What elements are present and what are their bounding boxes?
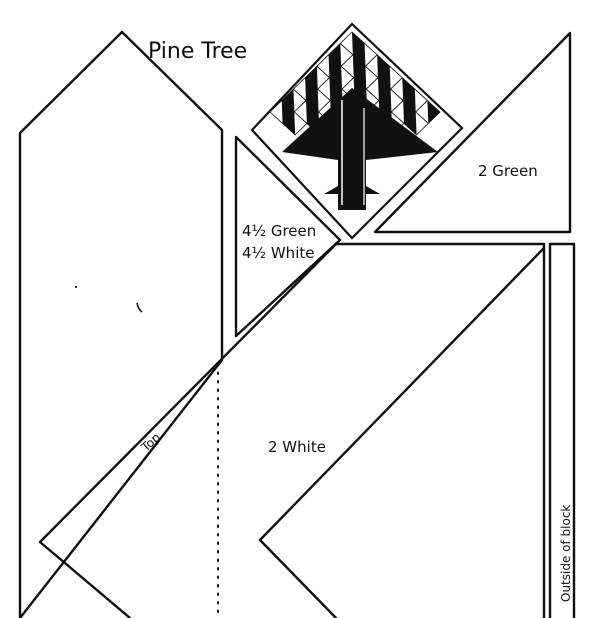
- thumbnail-dark-triangle: [305, 77, 318, 101]
- thumbnail-dark-triangle: [378, 77, 391, 101]
- template-piece-green-triangle: [373, 31, 572, 234]
- thumbnail-dark-triangle: [281, 100, 295, 124]
- template-piece-white-triangle: [38, 242, 546, 618]
- small-triangle-label-green: 4½ Green: [242, 222, 316, 240]
- thumbnail-dark-triangle: [352, 54, 366, 78]
- thumbnail-dark-triangle: [282, 112, 296, 135]
- thumbnail-dark-triangle: [281, 89, 295, 112]
- thumbnail-dark-triangle: [402, 77, 415, 101]
- thumbnail-dark-triangle: [305, 66, 318, 90]
- top-marker-label: Top: [138, 430, 163, 455]
- thumbnail-dark-triangle: [427, 100, 440, 124]
- thumbnail-dark-triangle: [352, 32, 365, 55]
- thumbnail-tree-body: [282, 88, 438, 210]
- thumbnail-dark-triangle: [329, 77, 342, 101]
- pencil-mark: [136, 302, 143, 313]
- template-piece-small-triangle: [234, 135, 342, 338]
- template-piece-border-strip: [548, 242, 576, 618]
- thumbnail-dark-triangle: [306, 89, 319, 112]
- thumbnail-dark-triangle: [328, 43, 342, 67]
- block-thumbnail: [250, 22, 464, 240]
- template-piece-white-triangle-inner: [258, 246, 546, 618]
- pencil-mark: [74, 285, 78, 289]
- thumbnail-dark-triangle: [404, 112, 417, 135]
- pattern-title: Pine Tree: [148, 39, 247, 64]
- small-triangle-label-white: 4½ White: [242, 244, 314, 262]
- thumbnail-dark-triangle: [329, 66, 342, 90]
- thumbnail-dark-triangle: [377, 54, 390, 78]
- thumbnail-dark-triangle: [353, 66, 367, 90]
- thumbnail-dark-triangle: [378, 89, 392, 112]
- outside-of-block-label: Outside of block: [559, 505, 573, 602]
- thumbnail-dark-triangle: [378, 66, 391, 90]
- template-piece-pentagon: [18, 30, 224, 618]
- thumbnail-dark-triangle: [352, 43, 366, 67]
- green-triangle-label: 2 Green: [478, 162, 538, 180]
- thumbnail-dark-triangle: [306, 100, 319, 124]
- thumbnail-dark-triangle: [403, 100, 416, 124]
- thumbnail-dark-triangle: [403, 89, 416, 112]
- white-triangle-label: 2 White: [268, 438, 326, 456]
- thumbnail-dark-triangle: [328, 54, 342, 78]
